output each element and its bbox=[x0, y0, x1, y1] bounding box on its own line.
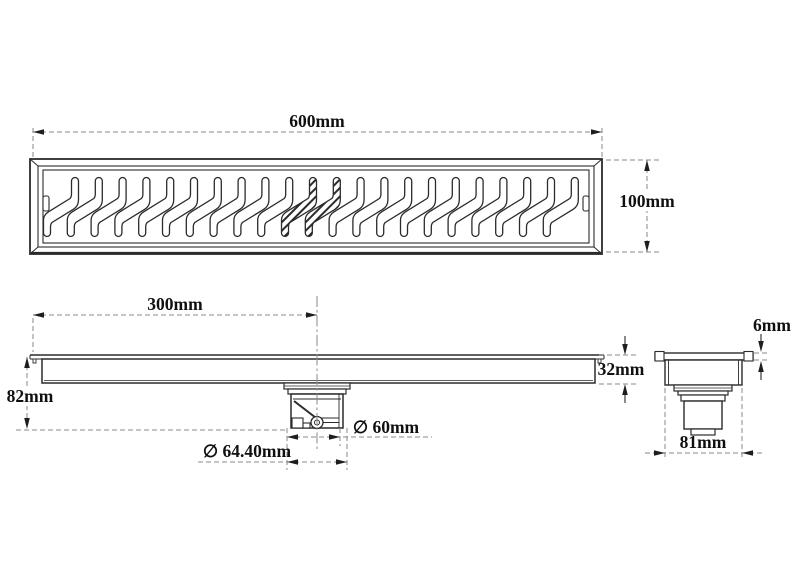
arrowhead bbox=[758, 361, 764, 372]
end-flange-right-block bbox=[743, 350, 754, 362]
width-label: 100mm bbox=[619, 191, 675, 211]
outlet-inner-diameter-dimension: ∅ 60mm bbox=[286, 417, 432, 470]
length-label: 600mm bbox=[289, 111, 345, 131]
trap-weight-step bbox=[302, 422, 311, 429]
arrowhead bbox=[33, 129, 44, 135]
outlet-cylinder bbox=[683, 400, 723, 430]
arrowhead bbox=[306, 312, 317, 318]
corner-miter bbox=[593, 158, 603, 167]
length-dimension: 600mm bbox=[32, 111, 603, 158]
trap-weight-block bbox=[291, 417, 304, 429]
arrowhead bbox=[758, 341, 764, 352]
channel-depth-label: 32mm bbox=[598, 359, 645, 379]
arrowhead bbox=[287, 434, 298, 440]
outlet-width-label: 81mm bbox=[680, 432, 727, 452]
end-body bbox=[664, 359, 743, 386]
channel-depth-dimension: 32mm bbox=[598, 336, 645, 403]
arrowhead bbox=[287, 459, 298, 465]
outlet-collar-3 bbox=[680, 394, 726, 402]
flange-thickness-dimension: 6mm bbox=[753, 315, 791, 380]
end-flange bbox=[654, 352, 754, 361]
corner-miter bbox=[29, 158, 39, 167]
label-mask bbox=[618, 192, 676, 211]
outlet-bottom-step bbox=[690, 428, 716, 436]
arrowhead bbox=[742, 450, 753, 456]
end-flange-left-block bbox=[654, 350, 665, 362]
arrowhead bbox=[622, 344, 628, 355]
end-view: 6mm 81mm bbox=[645, 315, 791, 459]
top-view: 600mm 100mm bbox=[29, 111, 676, 255]
flange-left-lip bbox=[32, 358, 37, 364]
arrowhead bbox=[644, 160, 650, 171]
offset-label: 300mm bbox=[147, 294, 203, 314]
flange-thickness-label: 6mm bbox=[753, 315, 791, 335]
flange-right-lip bbox=[597, 358, 602, 364]
arrowhead bbox=[336, 459, 347, 465]
arrowhead bbox=[329, 434, 340, 440]
outlet-collar-2 bbox=[677, 390, 729, 396]
outlet-width-dimension: 81mm bbox=[645, 388, 762, 459]
left-lift-tab bbox=[42, 195, 50, 212]
height-dimension: 82mm bbox=[4, 357, 287, 431]
arrowhead bbox=[654, 450, 665, 456]
height-label: 82mm bbox=[7, 386, 54, 406]
arrowhead bbox=[24, 357, 30, 368]
outlet-inner-diameter-label: ∅ 60mm bbox=[353, 417, 420, 437]
arrowhead bbox=[24, 418, 30, 429]
front-view: 300mm 82mm ∅ 60mm ∅ 64.40mm bbox=[4, 294, 645, 470]
arrowhead bbox=[644, 241, 650, 252]
outlet-outer-diameter-label: ∅ 64.40mm bbox=[203, 441, 292, 461]
offset-dimension: 300mm bbox=[32, 294, 317, 352]
arrowhead bbox=[33, 312, 44, 318]
arrowhead bbox=[591, 129, 602, 135]
label-mask bbox=[4, 388, 56, 406]
right-lift-tab bbox=[582, 195, 590, 212]
width-dimension: 100mm bbox=[606, 159, 676, 253]
outlet-outer-diameter-dimension: ∅ 64.40mm bbox=[198, 428, 348, 470]
channel-body bbox=[41, 358, 596, 384]
arrowhead bbox=[622, 384, 628, 395]
